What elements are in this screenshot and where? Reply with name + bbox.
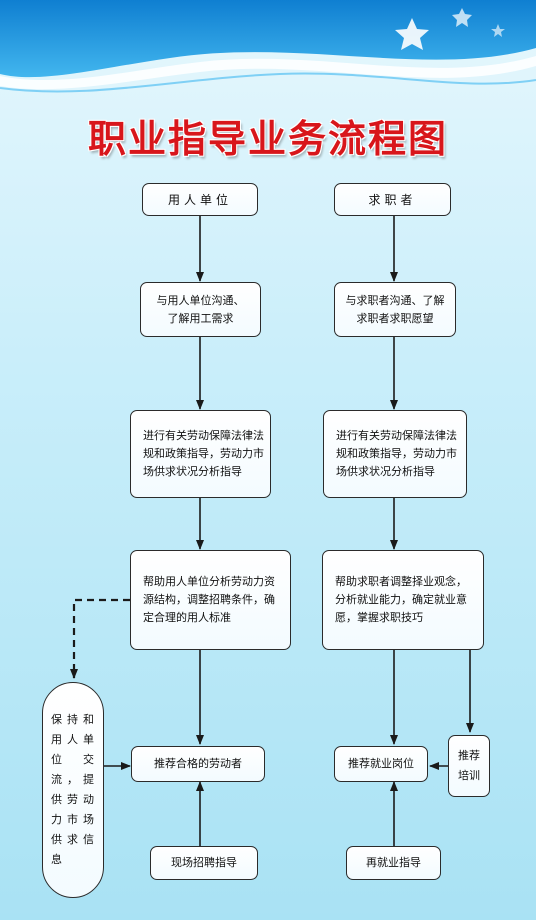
jobseeker-step-career-advice: 帮助求职者调整择业观念，分析就业能力，确定就业意愿，掌握求职技巧 <box>322 550 484 650</box>
reemployment-guidance-label: 再就业指导 <box>366 856 421 869</box>
employer-header-label: 用人单位 <box>167 192 232 207</box>
employer-step-communicate: 与用人单位沟通、了解用工需求 <box>140 282 261 337</box>
page-title: 职业指导业务流程图 <box>87 116 448 161</box>
onsite-recruitment-box: 现场招聘指导 <box>150 846 258 880</box>
jobseeker-step-communicate: 与求职者沟通、了解求职者求职愿望 <box>334 282 456 337</box>
recommend-workers-label: 推荐合格的劳动者 <box>154 757 242 770</box>
recommend-training-box: 推荐培训 <box>448 735 490 797</box>
market-info-box: 保持和用人单位交流，提供劳动力市场供求信息 <box>42 682 104 898</box>
market-info-label: 保持和用人单位交流，提供劳动力市场供求信息 <box>51 713 95 866</box>
onsite-recruitment-label: 现场招聘指导 <box>171 856 237 869</box>
jobseeker-step-law-guidance: 进行有关劳动保障法律法规和政策指导，劳动力市场供求状况分析指导 <box>323 410 467 498</box>
recommend-jobs-box: 推荐就业岗位 <box>334 746 428 782</box>
employer-step-analysis: 帮助用人单位分析劳动力资源结构，调整招聘条件，确定合理的用人标准 <box>130 550 291 650</box>
jobseeker-step-communicate-label: 与求职者沟通、了解求职者求职愿望 <box>345 293 445 325</box>
employer-step-law-guidance-label: 进行有关劳动保障法律法规和政策指导，劳动力市场供求状况分析指导 <box>143 429 264 478</box>
recommend-training-label: 推荐培训 <box>458 749 480 782</box>
recommend-jobs-label: 推荐就业岗位 <box>348 757 414 770</box>
jobseeker-header-box: 求职者 <box>334 183 451 216</box>
header-banner <box>0 0 536 93</box>
recommend-workers-box: 推荐合格的劳动者 <box>131 746 265 782</box>
reemployment-guidance-box: 再就业指导 <box>346 846 441 880</box>
star-icon <box>395 8 505 50</box>
employer-header-box: 用人单位 <box>142 183 258 216</box>
dashed-arrow-to-info <box>70 598 130 679</box>
employer-step-law-guidance: 进行有关劳动保障法律法规和政策指导，劳动力市场供求状况分析指导 <box>130 410 271 498</box>
jobseeker-step-career-advice-label: 帮助求职者调整择业观念，分析就业能力，确定就业意愿，掌握求职技巧 <box>335 575 467 624</box>
jobseeker-step-law-guidance-label: 进行有关劳动保障法律法规和政策指导，劳动力市场供求状况分析指导 <box>336 429 457 478</box>
employer-step-communicate-label: 与用人单位沟通、了解用工需求 <box>156 293 245 325</box>
jobseeker-header-label: 求职者 <box>368 192 417 207</box>
employer-step-analysis-label: 帮助用人单位分析劳动力资源结构，调整招聘条件，确定合理的用人标准 <box>143 575 275 624</box>
